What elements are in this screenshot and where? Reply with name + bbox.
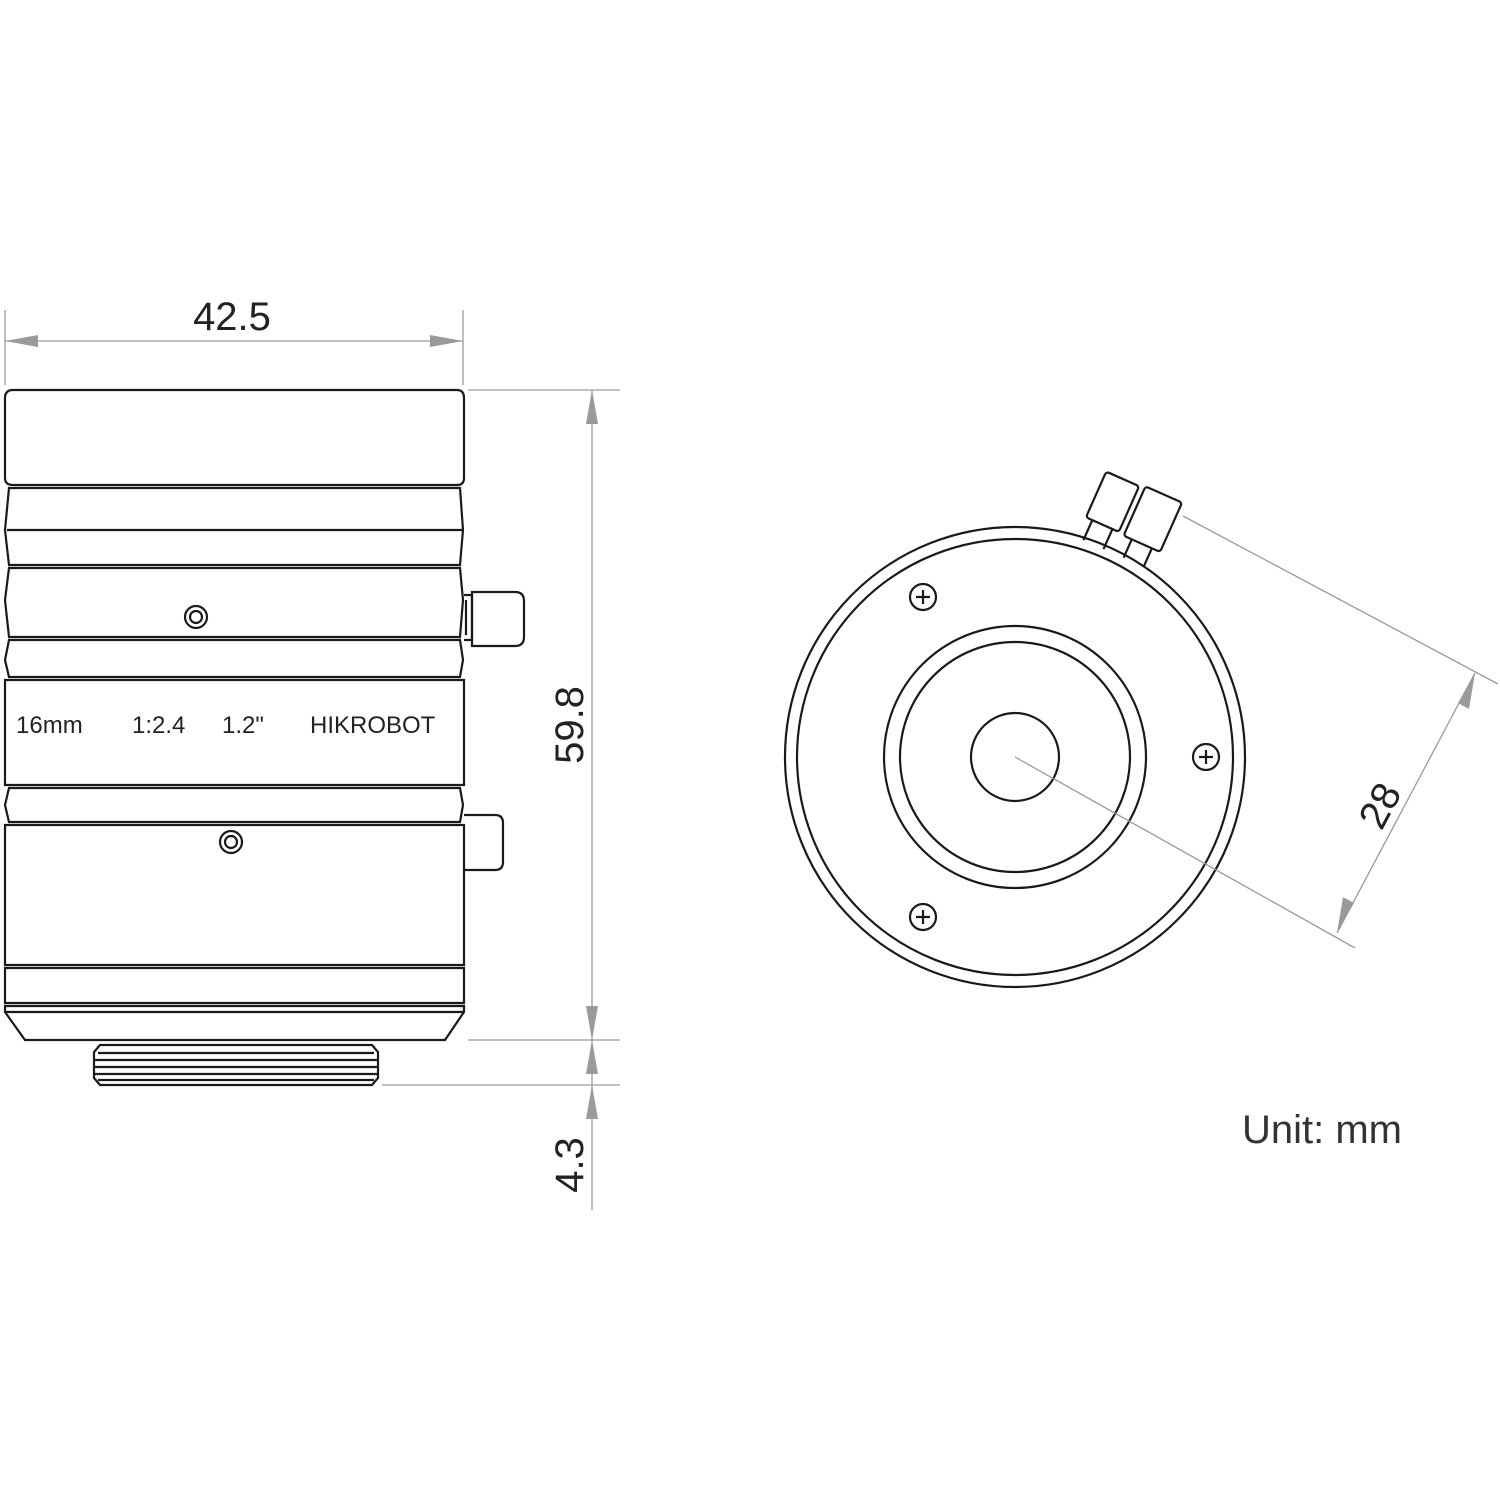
iris-lock-screw-icon bbox=[218, 829, 244, 855]
side-view: 42.5 bbox=[3, 295, 620, 1210]
front-view: 28 bbox=[783, 471, 1499, 989]
aperture-label: 1:2.4 bbox=[132, 712, 185, 739]
c-mount-thread bbox=[92, 1043, 380, 1087]
focus-lock-screw-icon bbox=[183, 604, 209, 630]
focal-length-label: 16mm bbox=[16, 712, 83, 739]
front-screw-icon bbox=[1191, 742, 1221, 772]
focus-thumbscrew-icon bbox=[464, 590, 526, 648]
front-screw-icon bbox=[908, 582, 938, 612]
iris-thumbscrew-icon bbox=[464, 813, 505, 872]
diagonal-dimension-label: 28 bbox=[1351, 776, 1411, 836]
width-dimension: 42.5 bbox=[4, 295, 464, 385]
mount-dimension-label: 4.3 bbox=[548, 1137, 592, 1193]
height-dimension: 59.8 bbox=[468, 389, 620, 1041]
mount-dimension: 4.3 bbox=[382, 1040, 620, 1210]
front-screw-icon bbox=[908, 902, 938, 932]
lens-body bbox=[3, 388, 466, 1042]
lens-aperture-circle bbox=[969, 711, 1061, 803]
lens-mount-ring bbox=[882, 624, 1148, 890]
lens-mount-inner-ring bbox=[898, 640, 1132, 874]
front-thumbscrews-icon bbox=[1082, 471, 1183, 568]
brand-label: HIKROBOT bbox=[310, 712, 436, 739]
outer-barrel-ring bbox=[783, 525, 1247, 989]
width-dimension-label: 42.5 bbox=[193, 295, 271, 339]
diagonal-dimension: 28 bbox=[1014, 515, 1499, 949]
sensor-format-label: 1.2" bbox=[222, 712, 264, 739]
unit-label: Unit: mm bbox=[1242, 1108, 1402, 1152]
outer-barrel-inner-ring bbox=[795, 537, 1235, 977]
height-dimension-label: 59.8 bbox=[548, 686, 592, 764]
lens-markings: 16mm 1:2.4 1.2" HIKROBOT bbox=[16, 712, 436, 739]
